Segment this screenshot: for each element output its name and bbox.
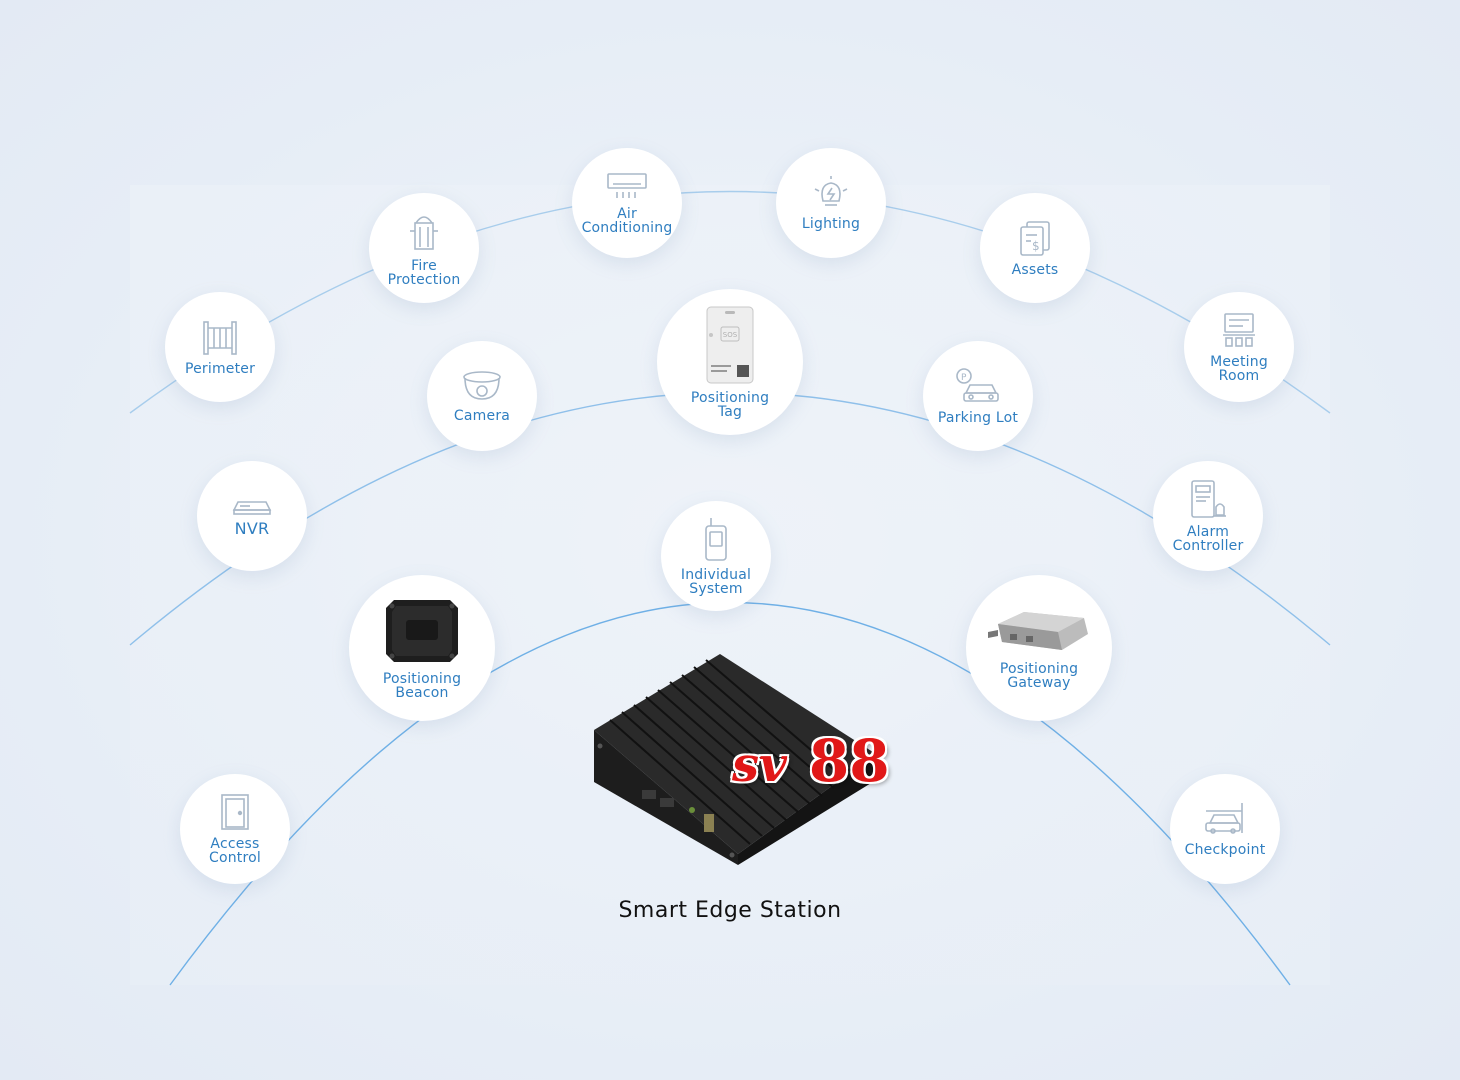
node-label: NVR — [234, 519, 270, 538]
light-bulb-icon — [814, 176, 848, 206]
dome-camera-icon — [463, 371, 501, 400]
node-parking-lot[interactable]: P Parking Lot — [923, 341, 1033, 451]
node-label: Assets — [1011, 262, 1059, 278]
positioning-tag-device-icon: SOS — [706, 306, 754, 384]
door-icon — [221, 794, 249, 830]
nvr-recorder-icon — [232, 501, 272, 515]
node-label: Lighting — [801, 216, 861, 232]
hydrant-icon — [410, 216, 438, 250]
beacon-device-icon — [386, 600, 458, 662]
node-label: Parking Lot — [937, 410, 1019, 426]
asset-document-icon: $ — [1020, 221, 1050, 256]
node-label: Checkpoint — [1184, 842, 1266, 858]
node-label: Camera — [453, 408, 511, 424]
svg-text:SOS: SOS — [723, 331, 738, 339]
node-lighting[interactable]: Lighting — [776, 148, 886, 258]
meeting-table-icon — [1223, 313, 1255, 347]
node-camera[interactable]: Camera — [427, 341, 537, 451]
alarm-controller-icon — [1191, 480, 1226, 518]
node-nvr[interactable]: NVR — [197, 461, 307, 571]
node-perimeter[interactable]: Perimeter — [165, 292, 275, 402]
station-title: Smart Edge Station — [618, 898, 842, 923]
node-label: Perimeter — [184, 361, 256, 377]
fence-icon — [203, 321, 237, 355]
svg-text:$: $ — [1032, 239, 1040, 253]
handheld-radio-icon — [705, 518, 727, 561]
checkpoint-car-icon — [1205, 803, 1243, 834]
parking-car-icon: P — [956, 368, 999, 402]
air-conditioner-icon — [607, 173, 647, 198]
node-assets[interactable]: $ Assets — [980, 193, 1090, 303]
outer-arc — [129, 190, 1331, 414]
gateway-device-icon — [988, 612, 1088, 650]
smart-edge-station-device — [594, 654, 876, 865]
svg-text:P: P — [961, 373, 967, 383]
node-checkpoint[interactable]: Checkpoint — [1170, 774, 1280, 884]
